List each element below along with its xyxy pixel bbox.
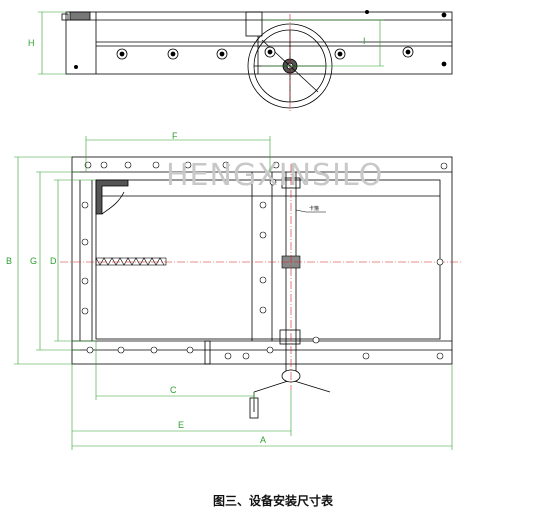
- dimension-h-label: H: [28, 38, 35, 48]
- side-view: [61, 9, 453, 109]
- dimension-e-label: E: [178, 420, 184, 430]
- dimension-f-label: F: [172, 131, 178, 141]
- dimension-lines: [14, 136, 453, 450]
- dimension-i-label: I: [363, 36, 366, 46]
- dimension-h: [38, 11, 66, 75]
- dimension-a-label: A: [260, 435, 266, 445]
- dimension-g-label: G: [30, 256, 37, 266]
- dimension-c-label: C: [170, 385, 177, 395]
- part-label-leader: [295, 209, 307, 213]
- dimension-d-label: D: [50, 256, 57, 266]
- figure-caption: 图三、设备安装尺寸表: [212, 494, 333, 508]
- part-label: 卡箍: [309, 205, 319, 212]
- dimension-b-label: B: [6, 256, 12, 266]
- plan-bolts: [81, 161, 448, 360]
- dimension-i: [262, 19, 384, 67]
- watermark: HENGXINSILO: [166, 158, 383, 193]
- plan-view: [71, 156, 453, 419]
